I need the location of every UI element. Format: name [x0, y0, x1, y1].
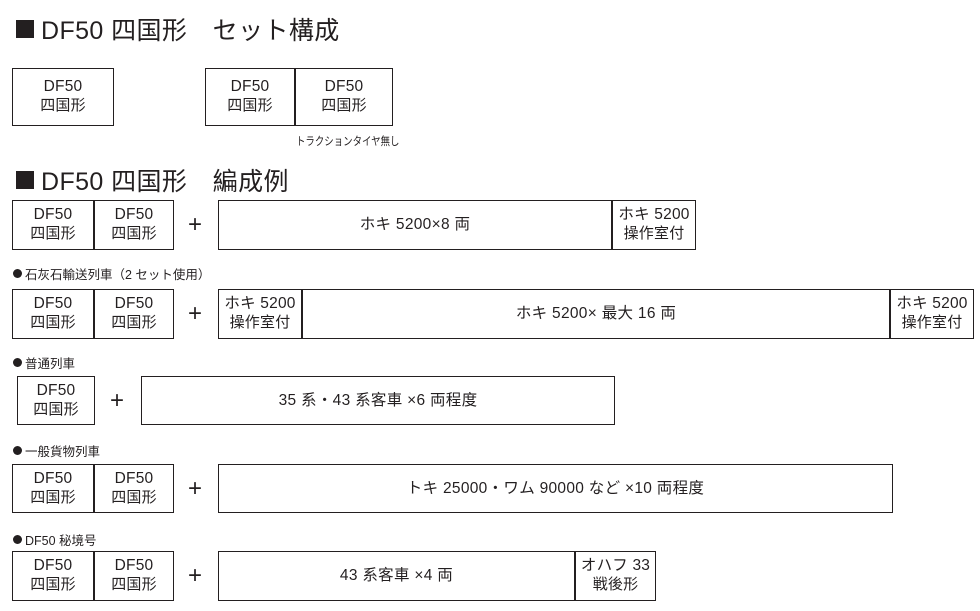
- formation-4-label: 一般貨物列車: [13, 441, 100, 460]
- formation-5-loco-1: DF50 四国形: [12, 551, 94, 601]
- consist-text: ホキ 5200× 最大 16 両: [515, 305, 677, 323]
- box-line2: 戦後形: [592, 576, 639, 594]
- box-line2: 四国形: [321, 97, 367, 115]
- box-line2: 四国形: [30, 488, 76, 506]
- formation-2-loco-1: DF50 四国形: [12, 289, 94, 339]
- formation-3-label-text: 普通列車: [25, 357, 76, 371]
- formation-2-consist: ホキ 5200× 最大 16 両: [302, 289, 890, 339]
- formation-4-loco-1: DF50 四国形: [12, 464, 94, 513]
- formation-1-loco-2: DF50 四国形: [94, 200, 174, 250]
- formation-2-plus-sign: +: [187, 300, 202, 327]
- formation-5-plus-sign: +: [187, 562, 202, 589]
- formation-2-loco-2: DF50 四国形: [94, 289, 174, 339]
- consist-text: 43 系客車 ×4 両: [339, 567, 454, 585]
- filled-circle-icon: [13, 358, 22, 367]
- section-heading-text: DF50 四国形 編成例: [41, 168, 289, 196]
- box-line1: オハフ 33: [580, 557, 651, 575]
- box-line2: 四国形: [111, 314, 157, 332]
- formation-4-loco-2: DF50 四国形: [94, 464, 174, 513]
- formation-4-label-text: 一般貨物列車: [25, 445, 101, 459]
- formation-1-plus-sign: +: [187, 211, 202, 238]
- box-line1: DF50: [324, 78, 364, 96]
- box-line1: DF50: [33, 557, 73, 575]
- section-heading-text: DF50 四国形 セット構成: [41, 17, 340, 45]
- filled-square-icon: [16, 171, 34, 189]
- box-line2: 四国形: [30, 225, 76, 243]
- formation-4-plus-sign: +: [187, 475, 202, 502]
- formation-1-consist: ホキ 5200×8 両: [218, 200, 612, 250]
- formation-2-tail-car: ホキ 5200 操作室付: [890, 289, 974, 339]
- formation-3-loco-1: DF50 四国形: [17, 376, 95, 425]
- formation-1-tail-car: ホキ 5200 操作室付: [612, 200, 696, 250]
- box-line2: 四国形: [30, 314, 76, 332]
- box-line2: 四国形: [111, 576, 157, 594]
- formation-5-consist: 43 系客車 ×4 両: [218, 551, 575, 601]
- traction-tire-annotation: トラクションタイヤ無し: [296, 136, 400, 148]
- box-line2: 四国形: [111, 225, 157, 243]
- box-line2: 操作室付: [901, 314, 963, 332]
- box-line1: DF50: [230, 78, 270, 96]
- formation-2-label: 石灰石輸送列車（2 セット使用）: [13, 264, 210, 283]
- formation-4-consist: トキ 25000・ワム 90000 など ×10 両程度: [218, 464, 893, 513]
- box-line1: DF50: [114, 206, 154, 224]
- box-line2: 四国形: [111, 488, 157, 506]
- formation-2-head-car: ホキ 5200 操作室付: [218, 289, 302, 339]
- section-heading-formation-examples: DF50 四国形 編成例: [16, 162, 289, 198]
- box-line2: 四国形: [227, 97, 273, 115]
- filled-circle-icon: [13, 446, 22, 455]
- consist-text: ホキ 5200×8 両: [359, 216, 471, 234]
- formation-3-consist: 35 系・43 系客車 ×6 両程度: [141, 376, 615, 425]
- box-line2: 四国形: [33, 400, 79, 418]
- filled-square-icon: [16, 20, 34, 38]
- consist-text: トキ 25000・ワム 90000 など ×10 両程度: [406, 479, 705, 497]
- box-line1: DF50: [114, 295, 154, 313]
- filled-circle-icon: [13, 269, 22, 278]
- box-line1: DF50: [114, 469, 154, 487]
- box-line2: 四国形: [40, 97, 86, 115]
- box-line1: DF50: [43, 78, 83, 96]
- formation-3-plus-sign: +: [109, 387, 124, 414]
- formation-5-label: DF50 秘境号: [13, 530, 97, 549]
- box-line2: 操作室付: [623, 225, 685, 243]
- consist-text: 35 系・43 系客車 ×6 両程度: [278, 391, 478, 409]
- box-line1: ホキ 5200: [224, 295, 296, 313]
- box-line2: 操作室付: [229, 314, 291, 332]
- set-box-pair-df50-b: DF50 四国形: [295, 68, 393, 126]
- formation-5-label-text: DF50 秘境号: [25, 534, 97, 548]
- filled-circle-icon: [13, 535, 22, 544]
- box-line1: DF50: [33, 295, 73, 313]
- box-line1: DF50: [33, 206, 73, 224]
- box-line1: DF50: [114, 557, 154, 575]
- box-line1: DF50: [33, 469, 73, 487]
- formation-2-label-text: 石灰石輸送列車（2 セット使用）: [25, 268, 211, 282]
- set-box-single-df50: DF50 四国形: [12, 68, 114, 126]
- set-box-pair-df50-a: DF50 四国形: [205, 68, 295, 126]
- box-line1: ホキ 5200: [618, 206, 690, 224]
- formation-1-loco-1: DF50 四国形: [12, 200, 94, 250]
- formation-5-loco-2: DF50 四国形: [94, 551, 174, 601]
- formation-5-tail-car: オハフ 33 戦後形: [575, 551, 656, 601]
- box-line1: DF50: [36, 381, 76, 399]
- box-line2: 四国形: [30, 576, 76, 594]
- box-line1: ホキ 5200: [896, 295, 968, 313]
- formation-3-label: 普通列車: [13, 353, 75, 372]
- section-heading-set-composition: DF50 四国形 セット構成: [16, 11, 340, 47]
